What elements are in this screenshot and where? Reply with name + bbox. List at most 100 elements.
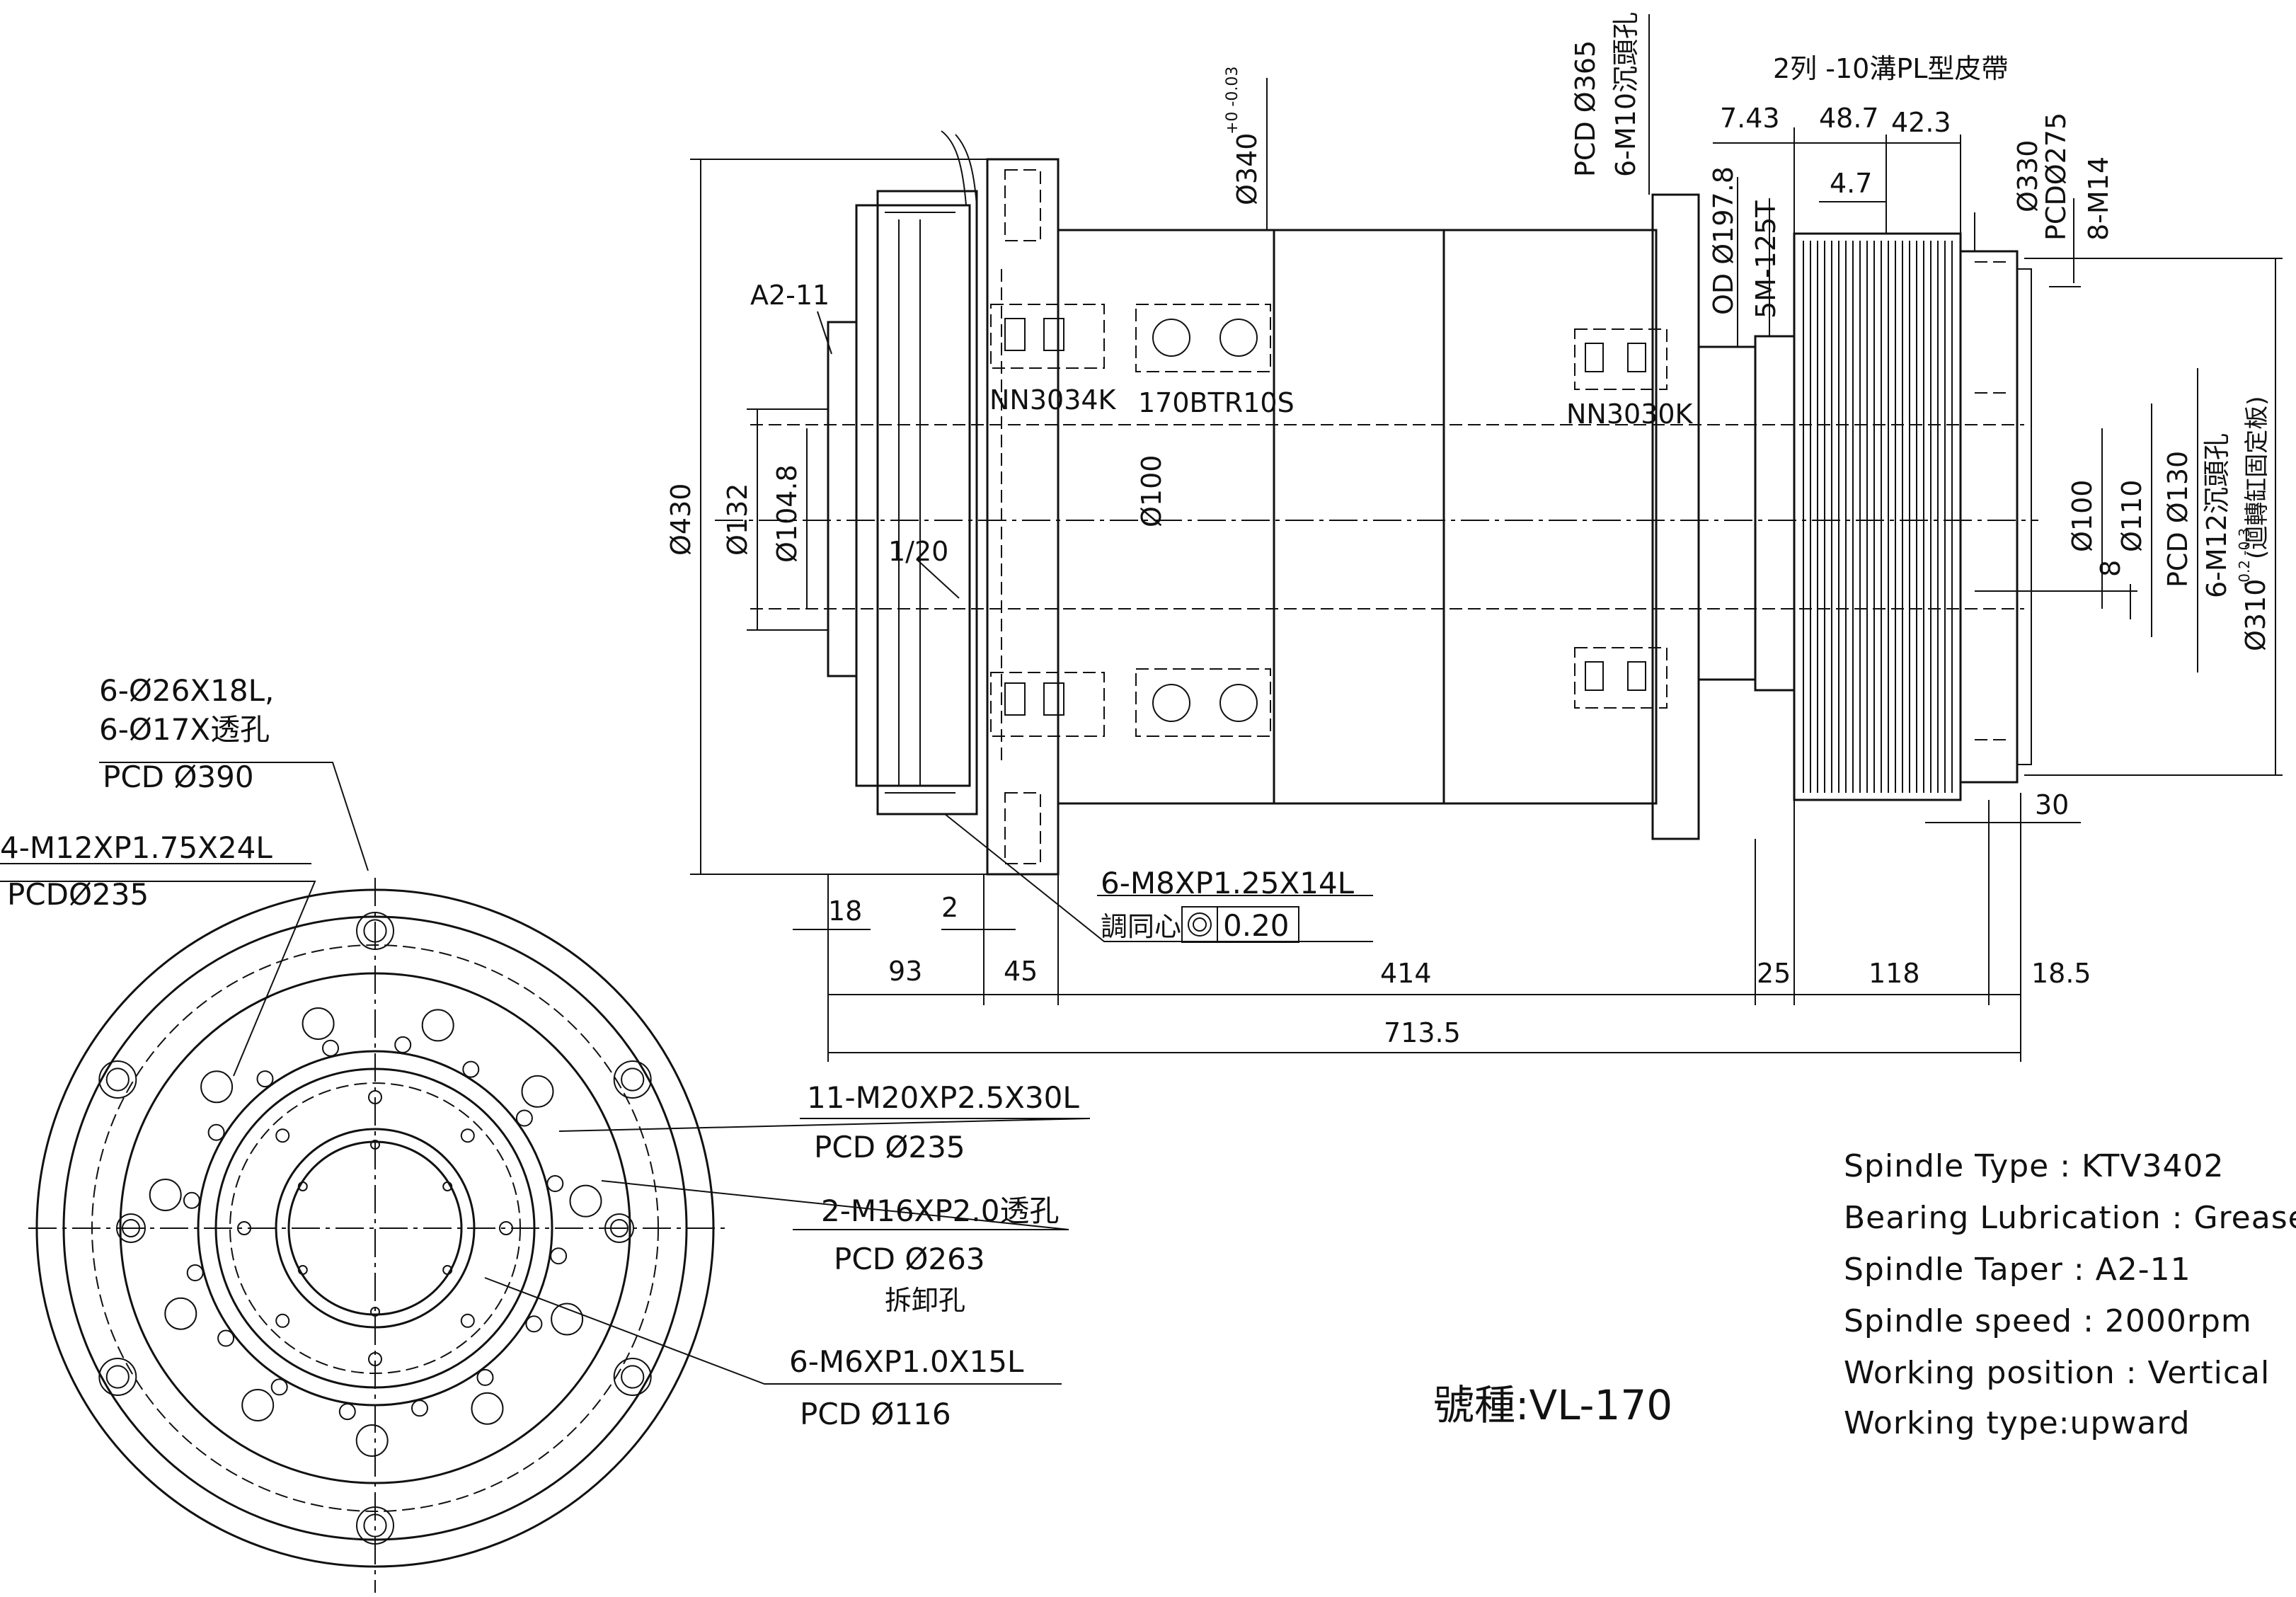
front-view <box>0 762 1091 1593</box>
m20-hole <box>149 1179 182 1211</box>
d100-mid-label: Ø100 <box>1136 455 1167 527</box>
lube-pipe <box>941 130 967 206</box>
dim-2: 2 <box>941 892 958 923</box>
spec-lubrication: Bearing Lubrication : Grease <box>1844 1200 2296 1236</box>
m12-hole <box>546 1175 564 1192</box>
belt5m-label: 5M-125T <box>1750 200 1781 319</box>
pulley <box>1793 232 1962 801</box>
nose-face <box>827 321 858 677</box>
m12-hole <box>411 1399 428 1417</box>
d132-label: Ø132 <box>722 483 753 556</box>
inner-hole <box>275 1128 290 1143</box>
flange-hole <box>105 1067 130 1092</box>
m20-hole <box>164 1297 197 1330</box>
bearing-1-label: NN3034K <box>989 384 1117 416</box>
pcd130-label: PCD Ø130 <box>2162 451 2193 588</box>
flange-hole <box>613 1358 652 1396</box>
d330-label: Ø330 <box>2012 140 2043 212</box>
inner-hole <box>499 1221 513 1235</box>
bearing-nn3030k <box>1574 328 1668 709</box>
m12-hole <box>186 1264 204 1281</box>
m20-hole <box>569 1184 602 1218</box>
dim-total: 713.5 <box>1384 1017 1461 1048</box>
m12-hole <box>476 1368 494 1386</box>
side-view <box>690 14 2283 1062</box>
housing-mid <box>1273 229 1445 805</box>
flange-hole <box>613 1060 652 1099</box>
m14-label: 8-M14 <box>2083 156 2114 241</box>
bearing-nn3034k <box>990 304 1105 737</box>
m20-hole <box>471 1392 504 1425</box>
dim-45: 45 <box>1004 956 1038 987</box>
dim-118: 118 <box>1869 958 1920 989</box>
inner-hole <box>237 1221 251 1235</box>
m12-hole <box>270 1378 288 1396</box>
dimension-lines <box>690 14 2283 1062</box>
m12-hole <box>217 1329 235 1347</box>
hole5-line1: 6-M6XP1.0X15L <box>789 1344 1024 1379</box>
side-view-labels: 2列 -10溝PL型皮帶 7.43 48.7 42.3 4.7 PCD Ø365… <box>665 12 2271 1048</box>
m20-hole <box>200 1070 234 1104</box>
dim-42-3: 42.3 <box>1891 107 1951 138</box>
bearing-2-label: 170BTR10S <box>1138 387 1295 418</box>
d110-label: Ø110 <box>2116 480 2147 552</box>
m12-hole <box>256 1070 274 1088</box>
dim-93: 93 <box>888 956 922 987</box>
hole2-line1: 4-M12XP1.75X24L <box>0 830 272 865</box>
inner-hole <box>460 1313 475 1328</box>
spec-type: Spindle Type : KTV3402 <box>1844 1148 2224 1184</box>
m10-label: 6-M10沉頭孔 <box>1610 12 1641 177</box>
front-view-labels: 6-Ø26X18L, 6-Ø17X透孔 PCD Ø390 4-M12XP1.75… <box>0 673 1079 1431</box>
m16-hole <box>610 1219 628 1237</box>
m12-hole <box>550 1247 568 1265</box>
m12-hole <box>394 1036 412 1053</box>
m8-label: 6-M8XP1.25X14L <box>1101 866 1355 900</box>
pcd365-label: PCD Ø365 <box>1570 40 1601 177</box>
m12-hole <box>183 1191 200 1209</box>
d310-tol: -0.2 -0.3 <box>2236 528 2253 588</box>
hole1-line3: PCD Ø390 <box>103 760 254 794</box>
dim-414: 414 <box>1380 958 1432 989</box>
m12-hole <box>515 1109 533 1127</box>
d310-note: (迴轉缸固定板) <box>2243 396 2271 559</box>
d430-label: Ø430 <box>665 483 696 556</box>
inner-hole <box>460 1128 475 1143</box>
dim-18: 18 <box>828 895 862 927</box>
flange-hole <box>105 1365 130 1389</box>
m6-hole <box>370 1307 380 1317</box>
od197-label: OD Ø197.8 <box>1708 166 1739 315</box>
spec-working-type: Working type:upward <box>1844 1405 2191 1441</box>
taper-label: 1/20 <box>888 536 948 567</box>
m20-hole <box>521 1075 554 1108</box>
front-view-leaders <box>0 762 1091 1385</box>
d340-label: Ø340 <box>1232 133 1263 205</box>
m6-hole <box>297 1181 308 1191</box>
m20-hole <box>355 1424 389 1457</box>
flange-hole <box>98 1358 137 1396</box>
dim-4-7: 4.7 <box>1830 168 1872 199</box>
m12-hole <box>525 1315 543 1333</box>
m6-hole <box>297 1265 308 1275</box>
bearing-3-label: NN3030K <box>1566 399 1694 430</box>
concentric-value: 0.20 <box>1223 908 1290 943</box>
hole3-line1: 11-M20XP2.5X30L <box>807 1080 1079 1115</box>
dim-7-43: 7.43 <box>1720 103 1780 134</box>
spec-list: Spindle Type : KTV3402 Bearing Lubricati… <box>1844 1148 2296 1441</box>
hole1-line1: 6-Ø26X18L, <box>99 673 274 708</box>
m20-hole <box>421 1009 454 1042</box>
m12-hole <box>462 1060 480 1078</box>
concentricity-frame <box>1181 906 1299 943</box>
housing-rear <box>1442 229 1658 805</box>
pulley-grooves <box>1803 241 1953 793</box>
inner-hole <box>275 1313 290 1328</box>
hole3-line2: PCD Ø235 <box>814 1130 965 1164</box>
model-label: 號種:VL-170 <box>1433 1381 1672 1429</box>
belt-collar <box>1754 335 1796 692</box>
spec-taper: Spindle Taper : A2-11 <box>1844 1252 2191 1288</box>
d310-label: Ø310 <box>2240 579 2271 651</box>
spindle-bore <box>275 1128 476 1329</box>
flange-hole <box>363 1513 387 1538</box>
pcd275-label: PCDØ275 <box>2040 113 2072 241</box>
dim-30: 30 <box>2035 789 2069 820</box>
